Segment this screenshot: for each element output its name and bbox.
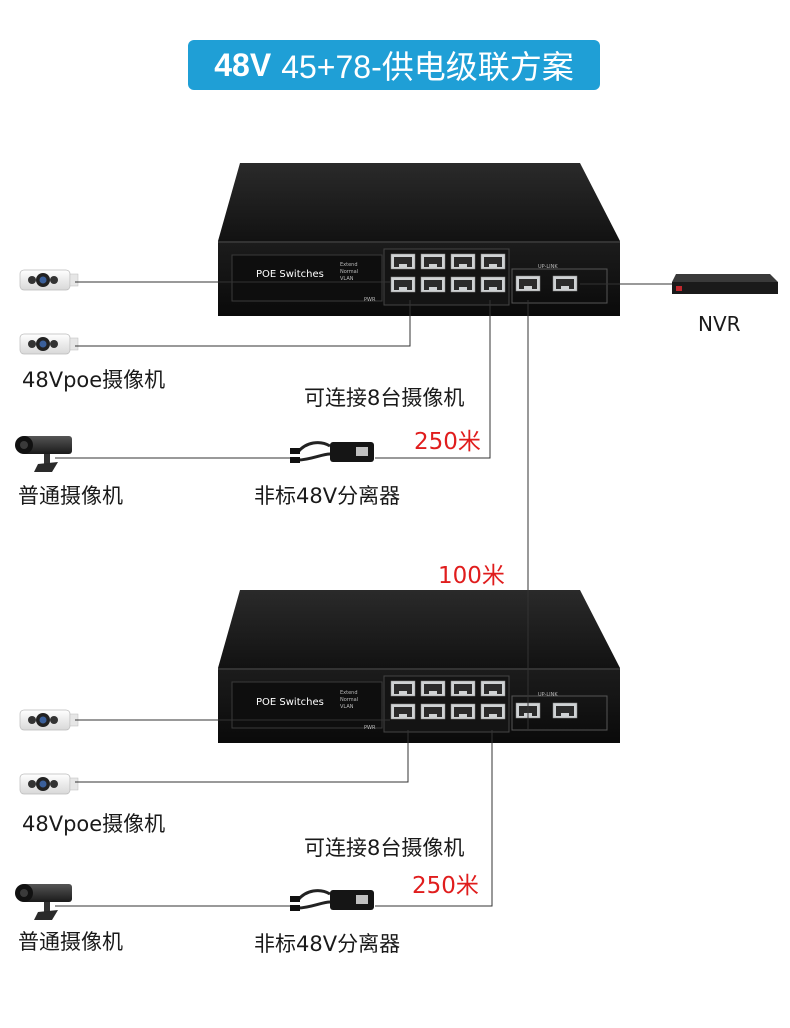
distance-100-label: 100米 bbox=[438, 563, 505, 589]
title-voltage: 48V bbox=[214, 46, 272, 83]
switch1-pwr: PWR bbox=[364, 297, 376, 303]
switch1-led-extend: Extend bbox=[340, 262, 358, 268]
normal-camera-label-1: 普通摄像机 bbox=[18, 484, 123, 508]
switch1-uplink: UP-LINK bbox=[538, 264, 558, 270]
switch2-pwr: PWR bbox=[364, 725, 376, 731]
switch1-led-normal: Normal bbox=[340, 269, 358, 275]
poe-camera-1a bbox=[19, 269, 79, 291]
switch1-led-vlan: VLAN bbox=[340, 276, 354, 282]
distance-250-label-1: 250米 bbox=[414, 429, 481, 455]
splitter-2 bbox=[288, 888, 376, 913]
cables bbox=[55, 281, 672, 907]
title-text: 45+78-供电级联方案 bbox=[281, 49, 574, 85]
switch2-led-extend: Extend bbox=[340, 690, 358, 696]
poe-camera-label-2: 48Vpoe摄像机 bbox=[22, 812, 166, 836]
switch2-led-normal: Normal bbox=[340, 697, 358, 703]
poe-switch-1 bbox=[218, 163, 620, 316]
normal-camera-label-2: 普通摄像机 bbox=[18, 930, 123, 954]
switch2-uplink: UP-LINK bbox=[538, 692, 558, 698]
splitter-1 bbox=[288, 440, 376, 465]
switch2-brand: POE Switches bbox=[256, 697, 324, 708]
switch1-brand: POE Switches bbox=[256, 269, 324, 280]
splitter-label-1: 非标48V分离器 bbox=[254, 484, 401, 508]
poe-camera-2a bbox=[19, 709, 79, 731]
normal-camera-1 bbox=[15, 436, 72, 472]
nvr-label: NVR bbox=[698, 312, 741, 336]
splitter-label-2: 非标48V分离器 bbox=[254, 932, 401, 956]
nvr-device bbox=[672, 274, 778, 294]
normal-camera-2 bbox=[15, 884, 72, 920]
distance-250-label-2: 250米 bbox=[412, 873, 479, 899]
poe-camera-label-1: 48Vpoe摄像机 bbox=[22, 368, 166, 392]
connect-cameras-label-2: 可连接8台摄像机 bbox=[304, 836, 465, 860]
connect-cameras-label-1: 可连接8台摄像机 bbox=[304, 386, 465, 410]
switch2-led-vlan: VLAN bbox=[340, 704, 354, 710]
poe-camera-2b bbox=[19, 773, 79, 795]
poe-camera-1b bbox=[19, 333, 79, 355]
page-title: 48V 45+78-供电级联方案 bbox=[188, 40, 600, 90]
